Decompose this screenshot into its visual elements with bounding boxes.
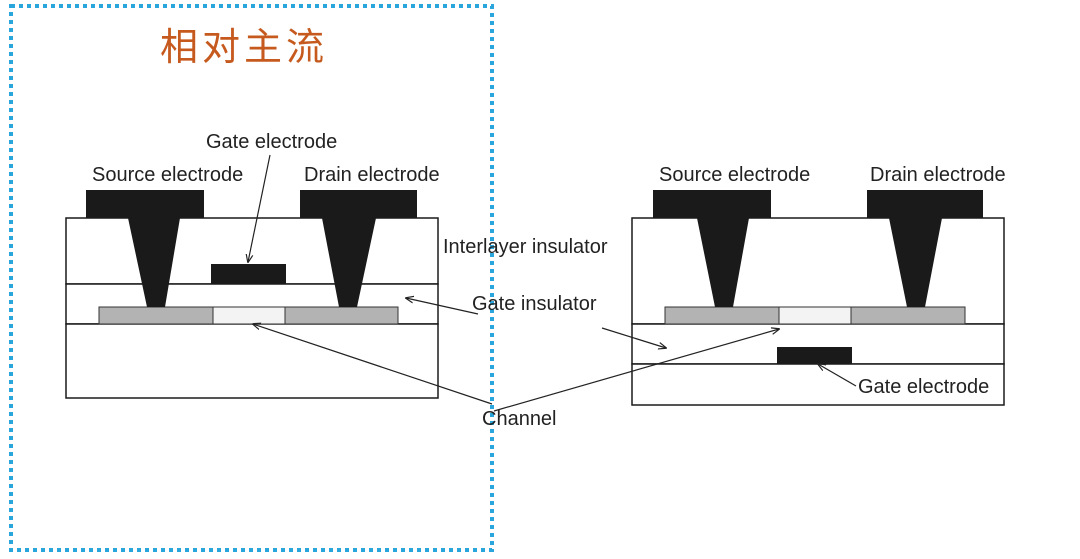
right-gate-electrode-label: Gate electrode (858, 376, 989, 398)
gate-insulator-arrow-left (406, 298, 479, 315)
highlight-dotted-frame (9, 4, 494, 552)
left-drain-electrode (300, 190, 417, 307)
channel-label: Channel (482, 408, 557, 430)
channel-arrow-left (253, 324, 493, 405)
left-gate-electrode-label: Gate electrode (206, 131, 337, 153)
left-source-electrode (86, 190, 204, 307)
right-passivation-layer (631, 217, 1005, 325)
right-semiconductor-source-region (664, 306, 780, 325)
right-gate-electrode (777, 347, 852, 364)
left-semiconductor-drain-region (284, 306, 399, 325)
right-drain-electrode (867, 190, 983, 307)
gate-insulator-arrow-right (601, 327, 666, 348)
interlayer-insulator-label: Interlayer insulator (443, 236, 608, 258)
left-channel-region (212, 306, 286, 325)
right-drain-electrode-label: Drain electrode (870, 164, 1006, 186)
right-semiconductor-drain-region (850, 306, 966, 325)
diagram-title: 相对主流 (160, 25, 329, 69)
right-channel-region (778, 306, 852, 325)
left-tft-structure: Gate electrode Source electrode Drain el… (65, 131, 440, 399)
right-tft-structure: Source electrode Drain electrode Gate el… (631, 164, 1006, 406)
left-source-electrode-label: Source electrode (92, 164, 243, 186)
left-semiconductor-source-region (98, 306, 214, 325)
right-source-electrode-label: Source electrode (659, 164, 810, 186)
left-drain-electrode-label: Drain electrode (304, 164, 440, 186)
left-substrate (65, 323, 439, 399)
left-gate-electrode (211, 264, 286, 284)
gate-insulator-label: Gate insulator (472, 293, 597, 315)
channel-arrow-right (493, 329, 779, 412)
right-source-electrode (653, 190, 771, 307)
right-gate-label-arrow (818, 364, 857, 387)
left-gate-label-arrow (248, 154, 271, 262)
